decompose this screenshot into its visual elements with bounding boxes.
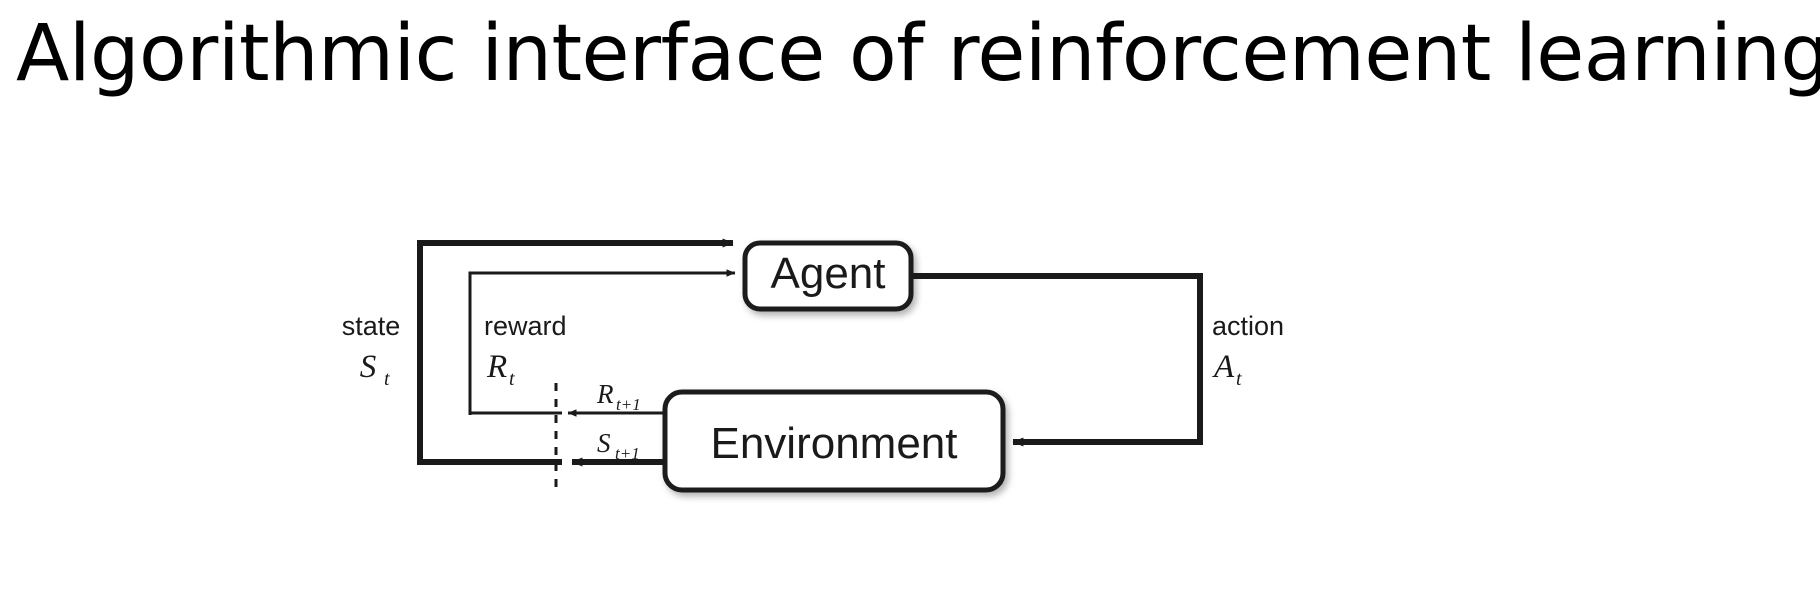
action-label-group: action A t — [1212, 311, 1284, 390]
next-reward-symbol-subscript: t+1 — [616, 395, 641, 414]
rl-diagram-svg: Agent Environment state — [342, 238, 1284, 495]
agent-label: Agent — [771, 249, 886, 298]
next-reward-symbol: R — [596, 379, 614, 409]
action-edge-group — [911, 273, 1203, 447]
rl-loop-diagram: Agent Environment state — [0, 140, 1400, 594]
agent-node[interactable]: Agent — [742, 240, 914, 312]
environment-node[interactable]: Environment — [662, 389, 1006, 493]
next-state-symbol-subscript: t+1 — [615, 444, 640, 463]
environment-box[interactable] — [662, 389, 1006, 493]
state-symbol: S — [360, 349, 377, 385]
environment-label: Environment — [710, 419, 957, 468]
reward-symbol-subscript: t — [509, 368, 515, 390]
action-symbol-subscript: t — [1236, 368, 1242, 390]
state-label: state — [342, 311, 401, 341]
reward-symbol: R — [486, 349, 507, 385]
next-state-symbol: S — [597, 428, 611, 458]
state-label-group: state S t — [342, 311, 401, 390]
reward-label-group: reward R t — [484, 311, 567, 390]
next-state-label-group: S t+1 — [597, 428, 640, 463]
action-label: action — [1212, 311, 1284, 341]
page-title: Algorithmic interface of reinforcement l… — [16, 9, 1820, 99]
next-reward-label-group: R t+1 — [596, 379, 641, 414]
reward-label: reward — [484, 311, 567, 341]
action-symbol: A — [1212, 349, 1235, 385]
state-symbol-subscript: t — [384, 368, 390, 390]
action-arrow-path — [911, 273, 1203, 447]
